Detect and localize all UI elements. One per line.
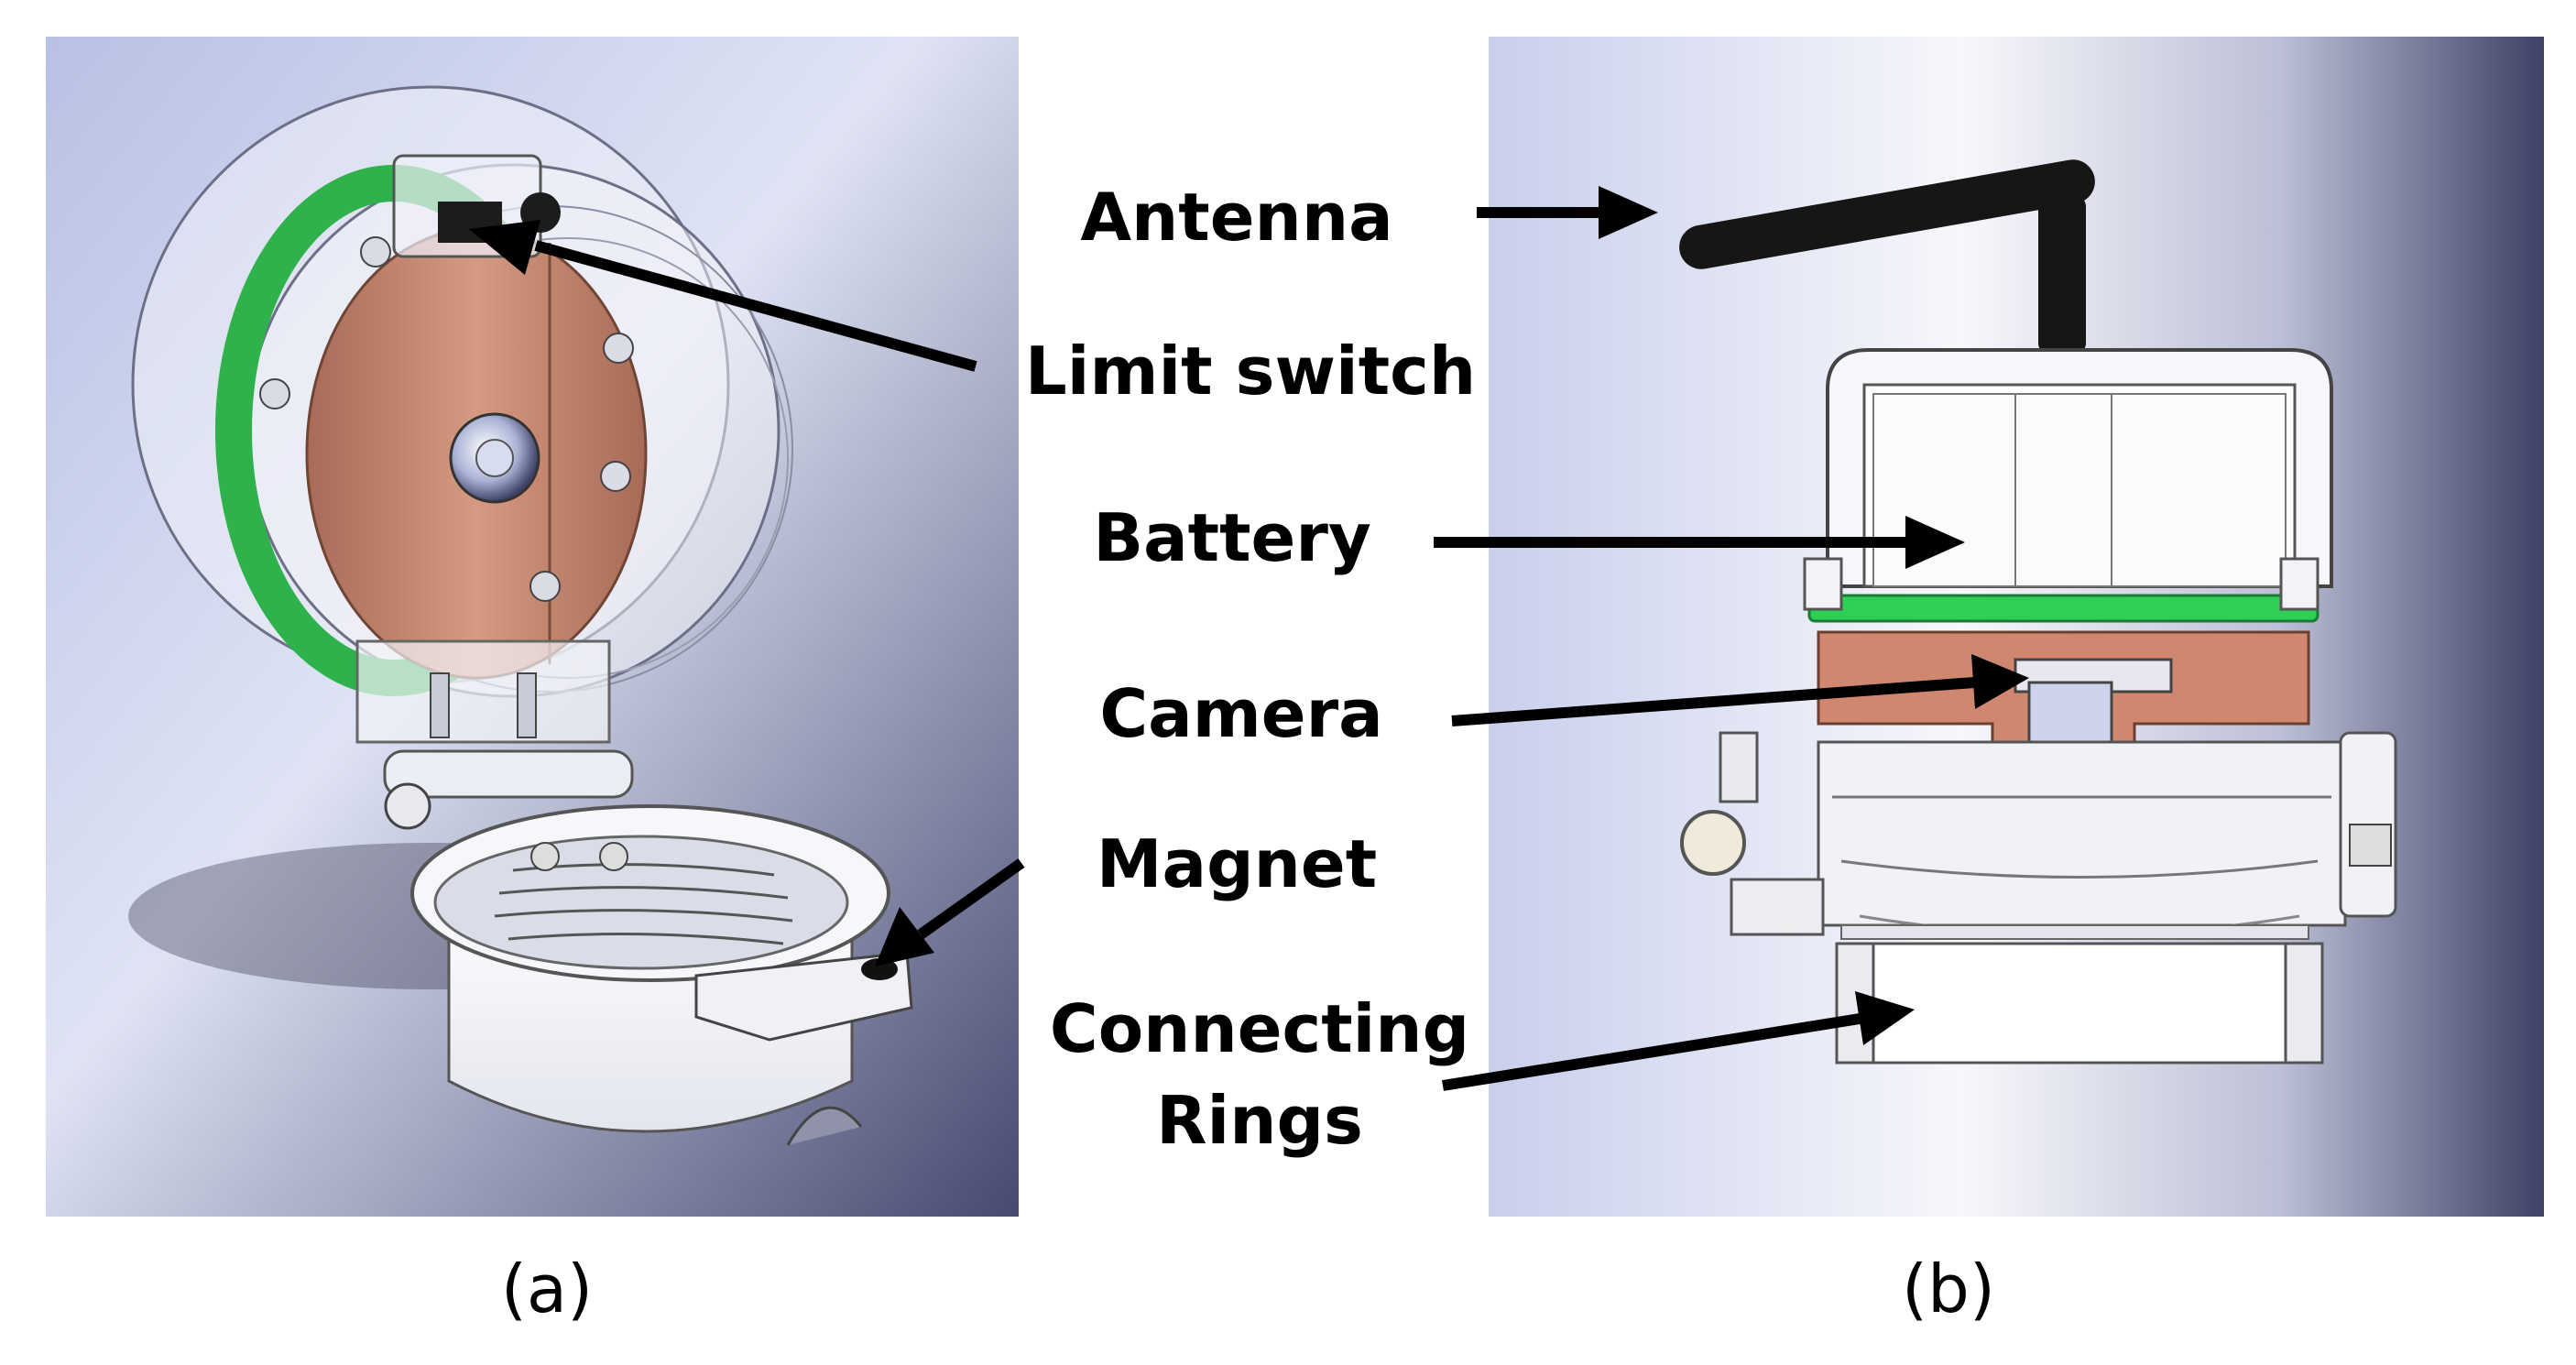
arrow-antenna (1477, 186, 1658, 239)
label-antenna: Antenna (1080, 179, 1392, 256)
housing-cover (131, 85, 793, 698)
arrow-battery (1434, 516, 1965, 569)
label-limit-switch: Limit switch (1025, 333, 1476, 410)
pcb-board (1807, 594, 2319, 623)
magnet-icon (861, 958, 898, 980)
caption-b: (b) (1902, 1250, 1995, 1327)
connecting-rings-icon (1835, 924, 2324, 1065)
label-connecting: Connecting (1050, 990, 1469, 1067)
arrow-limit-switch (469, 220, 977, 372)
arrow-group (469, 186, 2029, 1091)
arrow-camera (1451, 654, 2029, 726)
device-body (1680, 348, 2397, 1065)
label-magnet: Magnet (1097, 825, 1377, 902)
hinge (355, 639, 634, 830)
label-rings: Rings (1156, 1082, 1363, 1159)
panel-a (46, 37, 1019, 1217)
panel-b: Antenna Limit switch Battery Camera Magn… (469, 37, 2544, 1217)
caption-a: (a) (501, 1250, 593, 1327)
arrow-magnet (875, 858, 1025, 966)
label-camera: Camera (1099, 675, 1382, 752)
antenna-icon (1679, 159, 2095, 353)
label-group: Antenna Limit switch Battery Camera Magn… (1025, 179, 1476, 1159)
arrow-connecting-rings (1442, 991, 1915, 1091)
label-battery: Battery (1093, 499, 1371, 576)
housing-base (410, 804, 913, 1146)
battery-icon (1872, 393, 2287, 587)
